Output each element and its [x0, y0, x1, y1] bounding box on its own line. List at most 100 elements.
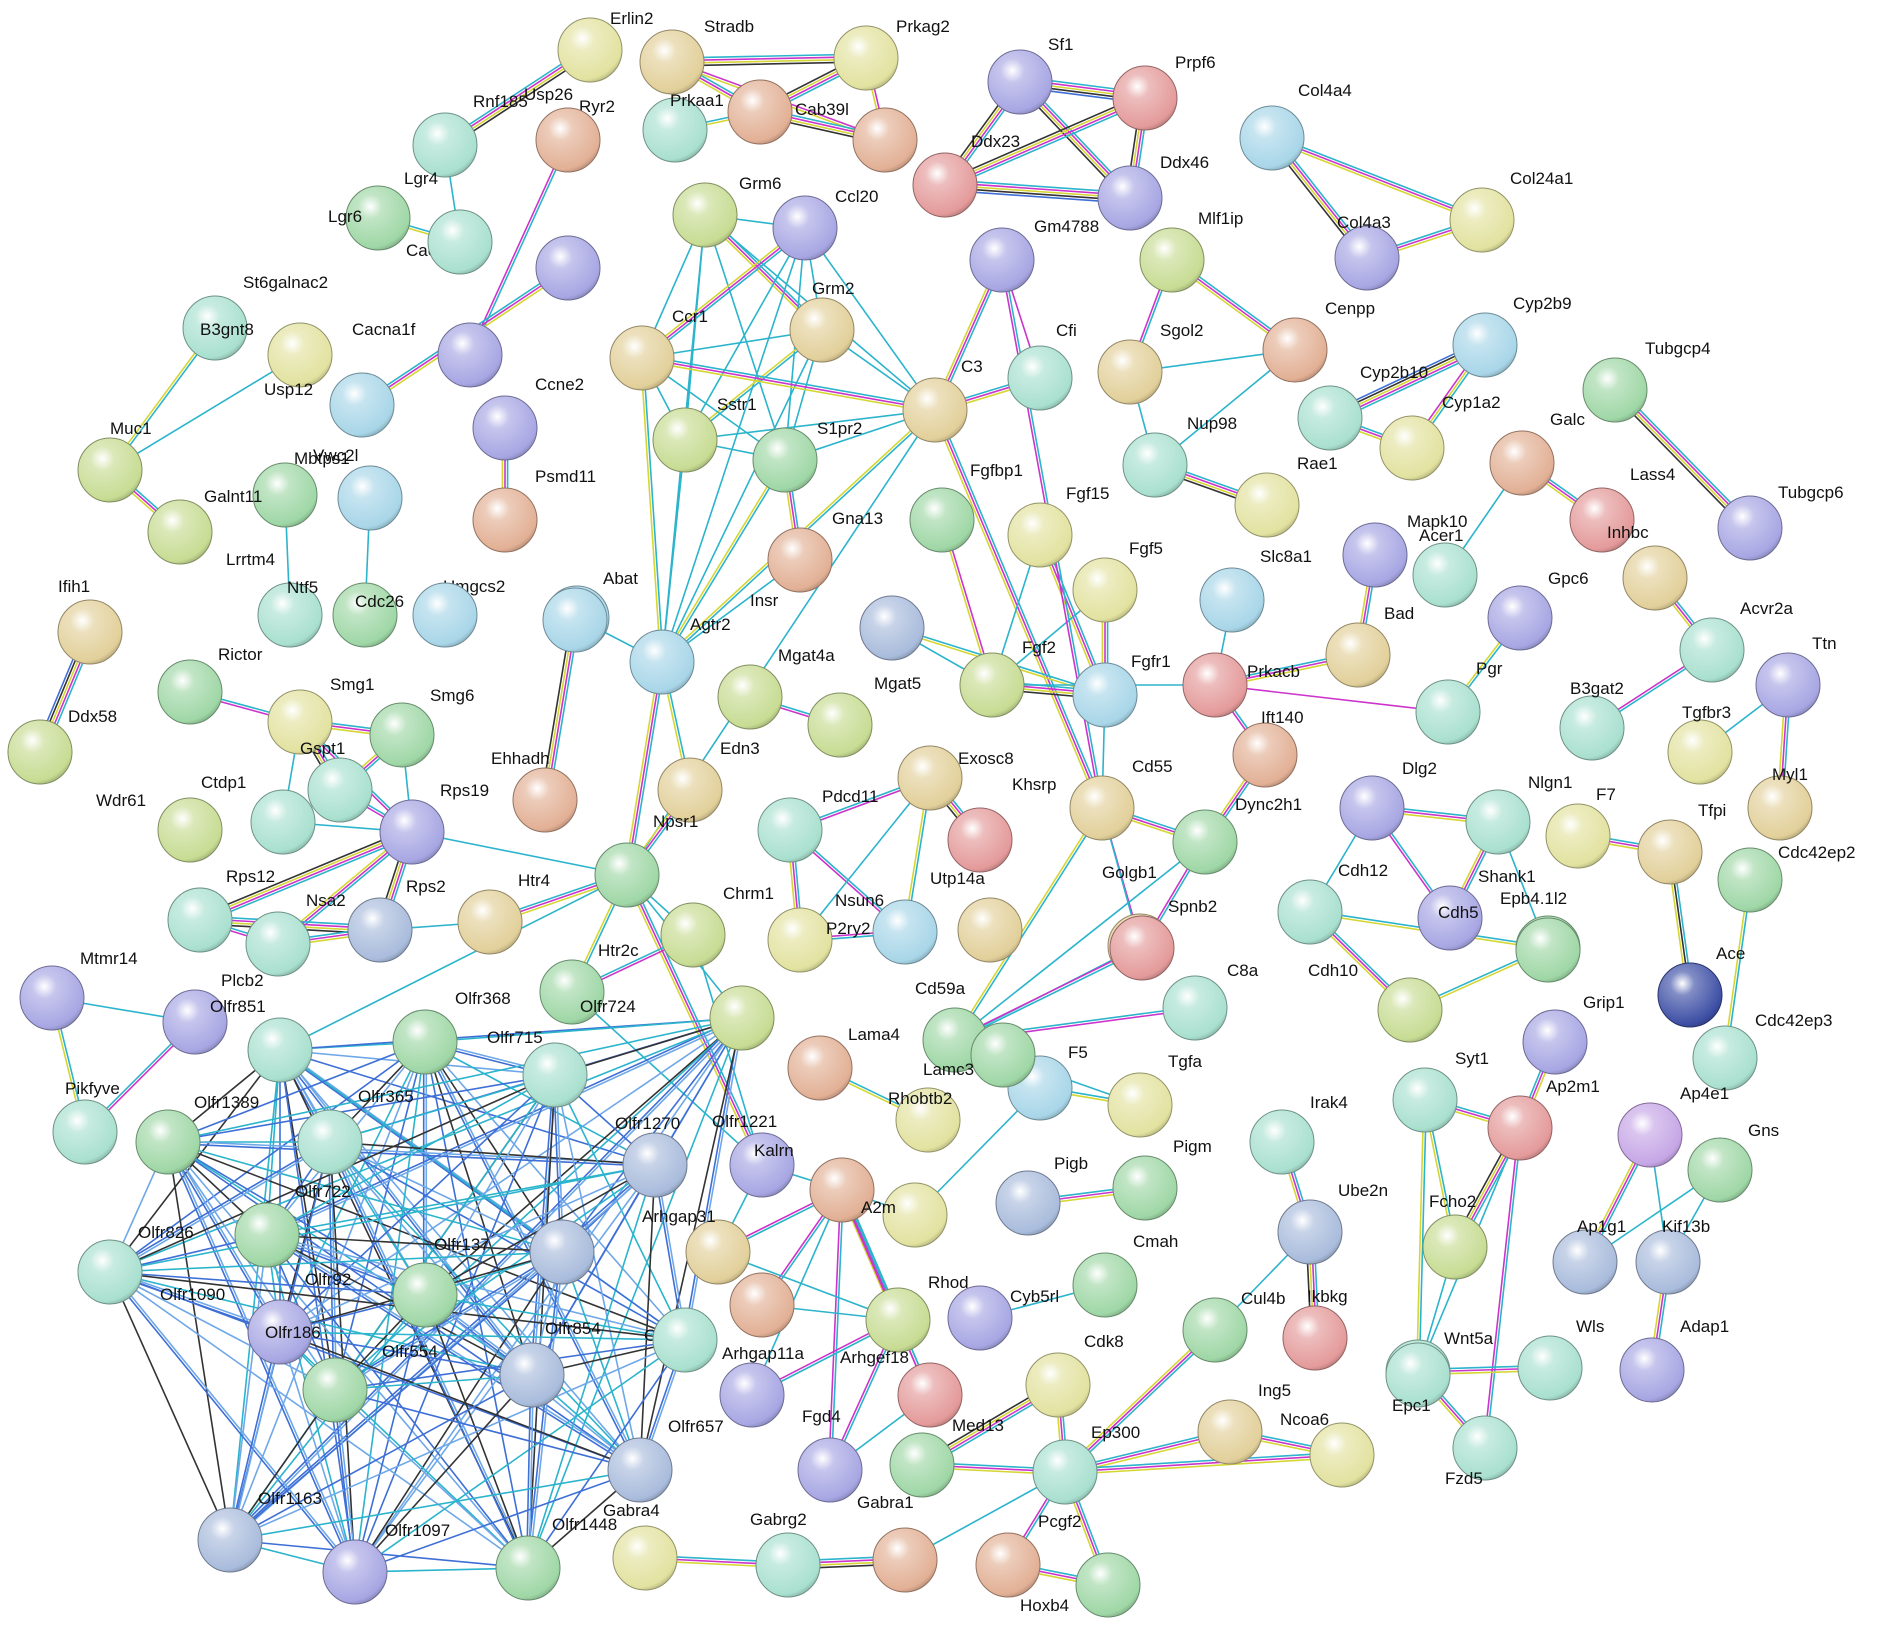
node-cyp2b9[interactable]: Cyp2b9 [1452, 294, 1572, 378]
node-circle[interactable] [752, 427, 818, 493]
node-olfr365[interactable]: Olfr365 [297, 1087, 414, 1175]
node-circle[interactable] [1679, 617, 1745, 683]
node-rps12[interactable]: Rps12 [167, 867, 275, 953]
node-circle[interactable] [557, 17, 623, 83]
node-nsa2[interactable]: Nsa2 [245, 891, 346, 977]
node-sf1[interactable]: Sf1 [987, 35, 1074, 115]
node-circle[interactable] [1552, 1229, 1618, 1295]
node-ctdp1[interactable]: Ctdp1 [201, 773, 316, 855]
node-usp26[interactable]: Usp26 [524, 85, 601, 173]
node-cenpp[interactable]: Cenpp [1262, 299, 1375, 383]
node-circle[interactable] [1415, 679, 1481, 745]
node-epc1[interactable]: Epc1 [1385, 1342, 1451, 1415]
node-circle[interactable] [135, 1109, 201, 1175]
node-fgd4[interactable]: Fgd4 [797, 1407, 863, 1503]
node-smg6[interactable]: Smg6 [369, 686, 474, 768]
node-circle[interactable] [1412, 542, 1478, 608]
node-cdk8[interactable]: Cdk8 [1025, 1332, 1124, 1418]
node-irak4[interactable]: Irak4 [1249, 1093, 1348, 1175]
node-circle[interactable] [322, 1539, 388, 1605]
node-cyp1a2[interactable]: Cyp1a2 [1379, 393, 1501, 481]
node-circle[interactable] [1559, 695, 1625, 761]
node-pdcd11[interactable]: Pdcd11 [757, 787, 878, 863]
node-circle[interactable] [392, 1009, 458, 1075]
node-circle[interactable] [1449, 187, 1515, 253]
node-circle[interactable] [897, 745, 963, 811]
node-ryr2[interactable]: Ryr2 [579, 97, 708, 163]
node-prkacb[interactable]: Prkacb [1182, 652, 1300, 718]
node-grm2[interactable]: Grm2 [789, 279, 855, 363]
node-bad[interactable]: Bad [1325, 604, 1414, 688]
node-circle[interactable] [347, 897, 413, 963]
node-circle[interactable] [1162, 975, 1228, 1041]
node-circle[interactable] [1465, 789, 1531, 855]
node-olfr826[interactable]: Olfr826 [77, 1223, 194, 1305]
node-circle[interactable] [472, 395, 538, 461]
node-ing5[interactable]: Ing5 [1197, 1381, 1291, 1465]
node-circle[interactable] [535, 107, 601, 173]
node-mgat4a[interactable]: Mgat4a [717, 646, 835, 730]
node-circle[interactable] [1277, 879, 1343, 945]
node-circle[interactable] [392, 1262, 458, 1328]
node-rae1[interactable]: Rae1 [1234, 454, 1338, 538]
node-circle[interactable] [772, 195, 838, 261]
node-pikfyve[interactable]: Pikfyve [52, 1079, 120, 1165]
node-rhod[interactable]: Rhod [865, 1273, 969, 1353]
node-circle[interactable] [1619, 1337, 1685, 1403]
node-circle[interactable] [987, 49, 1053, 115]
node-cyp2b10[interactable]: Cyp2b10 [1297, 363, 1428, 451]
node-olfr92[interactable]: Olfr92 [305, 1262, 458, 1328]
node-acer1[interactable]: Acer1 [1412, 526, 1478, 608]
node-circle[interactable] [1667, 719, 1733, 785]
node-circle[interactable] [622, 1132, 688, 1198]
node-circle[interactable] [522, 1042, 588, 1108]
node-fzd5[interactable]: Fzd5 [1445, 1415, 1518, 1488]
node-fgf2[interactable]: Fgf2 [959, 638, 1056, 718]
node-circle[interactable] [412, 112, 478, 178]
node-ace[interactable]: Ace [1657, 944, 1745, 1028]
node-circle[interactable] [1657, 962, 1723, 1028]
node-circle[interactable] [959, 652, 1025, 718]
node-circle[interactable] [1075, 1552, 1141, 1618]
node-b3gnt8[interactable]: B3gnt8 [200, 320, 333, 388]
node-circle[interactable] [1007, 345, 1073, 411]
node-circle[interactable] [1107, 1072, 1173, 1138]
node-npsr1[interactable]: Npsr1 [594, 812, 698, 908]
node-s1pr2[interactable]: S1pr2 [752, 419, 862, 493]
node-circle[interactable] [889, 1432, 955, 1498]
node-circle[interactable] [167, 887, 233, 953]
node-circle[interactable] [797, 1437, 863, 1503]
node-muc1[interactable]: Muc1 [77, 419, 152, 503]
node-ddx46[interactable]: Ddx46 [1097, 153, 1209, 231]
node-rnf185[interactable]: Rnf185 [412, 92, 528, 178]
node-circle[interactable] [727, 79, 793, 145]
node-sstr1[interactable]: Sstr1 [652, 395, 757, 473]
node-inhbc[interactable]: Inhbc [1607, 523, 1688, 611]
node-col24a1[interactable]: Col24a1 [1449, 169, 1573, 253]
node-circle[interactable] [297, 1109, 363, 1175]
node-lass4[interactable]: Lass4 [1569, 465, 1675, 553]
node-cdc42ep3[interactable]: Cdc42ep3 [1692, 1011, 1833, 1091]
node-circle[interactable] [1309, 1422, 1375, 1488]
node-circle[interactable] [245, 911, 311, 977]
node-pigb[interactable]: Pigb [995, 1154, 1088, 1236]
node-ifih1[interactable]: Ifih1 [57, 577, 123, 665]
node-olfr137[interactable]: Olfr137 [434, 1219, 595, 1285]
node-abat[interactable]: Abat [542, 569, 638, 653]
node-olfr1448[interactable]: Olfr1448 [495, 1515, 617, 1601]
node-circle[interactable] [882, 1182, 948, 1248]
node-agtr2[interactable]: Agtr2 [629, 615, 731, 695]
node-circle[interactable] [19, 965, 85, 1031]
node-olfr657[interactable]: Olfr657 [607, 1417, 724, 1503]
node-circle[interactable] [1569, 487, 1635, 553]
node-circle[interactable] [1385, 1342, 1451, 1408]
node-circle[interactable] [302, 1357, 368, 1423]
node-circle[interactable] [947, 807, 1013, 873]
node-syt1[interactable]: Syt1 [1392, 1049, 1489, 1133]
node-circle[interactable] [859, 595, 925, 661]
node-circle[interactable] [1072, 662, 1138, 728]
node-circle[interactable] [437, 322, 503, 388]
node-circle[interactable] [1025, 1352, 1091, 1418]
node-ap4e1[interactable]: Ap4e1 [1617, 1084, 1729, 1168]
node-circle[interactable] [607, 1437, 673, 1503]
